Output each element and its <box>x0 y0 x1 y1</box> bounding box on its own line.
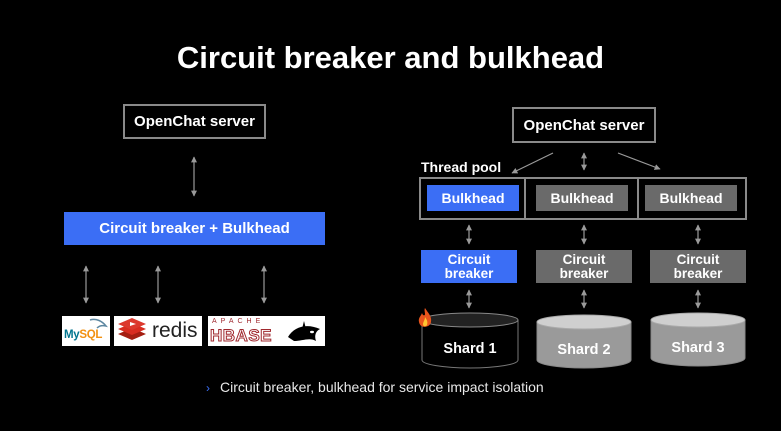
bulkhead-1: Bulkhead <box>427 185 519 211</box>
circuit-breaker-3-label: Circuit breaker <box>673 251 723 281</box>
shard-1-label: Shard 1 <box>443 341 497 357</box>
shard-3-label: Shard 3 <box>671 340 725 356</box>
left-openchat-server-box: OpenChat server <box>123 104 266 139</box>
shard-2-label: Shard 2 <box>557 342 611 358</box>
shard-2-cylinder <box>536 314 632 369</box>
fire-icon <box>418 308 432 327</box>
thread-pool-divider <box>637 177 639 220</box>
circuit-breaker-2-label: Circuit breaker <box>559 251 609 281</box>
redis-logo-text: redis <box>152 319 198 342</box>
left-circuit-breaker-bar: Circuit breaker + Bulkhead <box>64 212 325 245</box>
bulkhead-3-label: Bulkhead <box>659 190 723 206</box>
bullet-chevron-icon: › <box>206 381 210 395</box>
thread-pool-label: Thread pool <box>421 159 502 175</box>
left-openchat-server-label: OpenChat server <box>134 113 255 130</box>
circuit-breaker-1: Circuit breaker <box>421 250 517 283</box>
mysql-logo: MySQL <box>62 316 110 346</box>
left-circuit-breaker-label: Circuit breaker + Bulkhead <box>99 220 290 237</box>
circuit-breaker-1-label: Circuit breaker <box>444 251 494 281</box>
mysql-dolphin-icon <box>89 318 108 329</box>
redis-logo: redis <box>114 316 202 346</box>
thread-pool-divider <box>524 177 526 220</box>
right-server-arrow-3 <box>617 152 661 170</box>
thread-pool-box <box>419 177 747 220</box>
mysql-logo-text: MySQL <box>64 329 103 341</box>
bulkhead-3: Bulkhead <box>645 185 737 211</box>
right-openchat-server-box: OpenChat server <box>512 107 656 143</box>
hbase-apache-text: APACHE <box>212 318 265 325</box>
bulkhead-1-label: Bulkhead <box>441 190 505 206</box>
right-openchat-server-label: OpenChat server <box>523 116 645 134</box>
bulkhead-2: Bulkhead <box>536 185 628 211</box>
right-server-arrow-1 <box>511 152 554 174</box>
orca-icon <box>288 321 320 341</box>
bulkhead-2-label: Bulkhead <box>550 190 614 206</box>
hbase-text: HBASE <box>209 326 273 346</box>
footer-note: › Circuit breaker, bulkhead for service i… <box>206 379 544 395</box>
circuit-breaker-2: Circuit breaker <box>536 250 632 283</box>
hbase-logo: APACHE HBASE <box>208 316 325 346</box>
circuit-breaker-3: Circuit breaker <box>650 250 746 283</box>
footer-text: Circuit breaker, bulkhead for service im… <box>220 379 544 395</box>
shard-3-cylinder <box>650 312 746 367</box>
redis-cube-icon <box>118 318 146 340</box>
slide-title: Circuit breaker and bulkhead <box>176 40 605 75</box>
